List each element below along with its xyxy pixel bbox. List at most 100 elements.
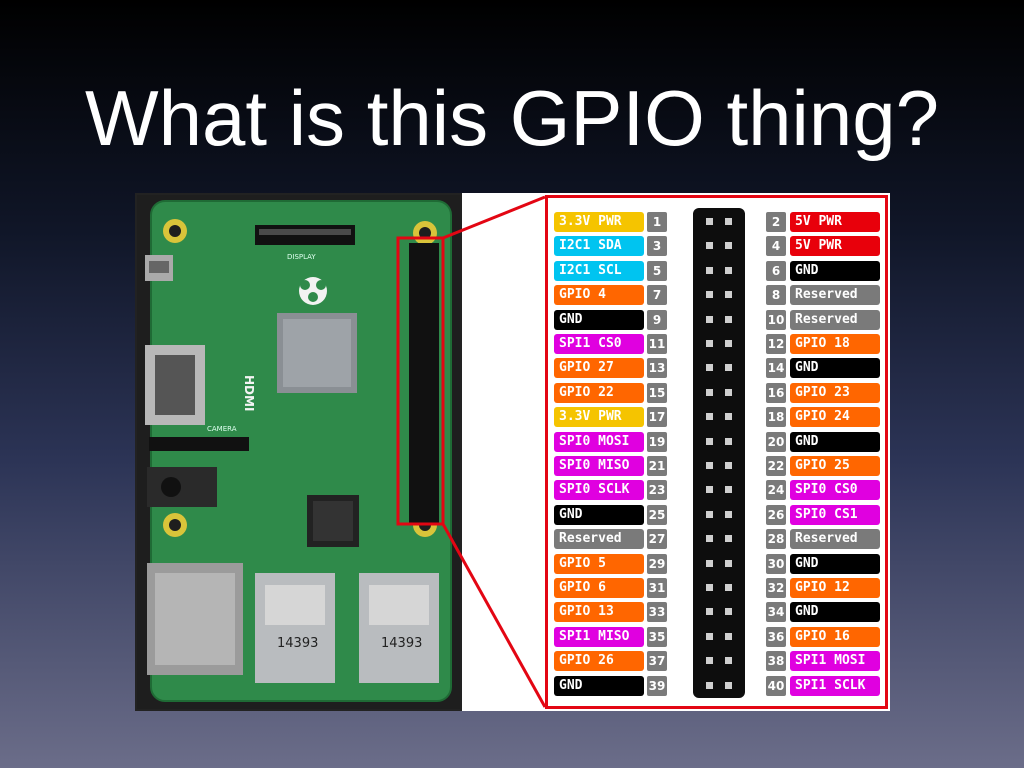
pin-31-label: GPIO 6 (554, 578, 644, 598)
pin-13-number: 13 (647, 358, 667, 379)
pin-39-label: GND (554, 675, 644, 696)
pin-30-label: GND (790, 553, 880, 574)
header-pin-40 (725, 681, 732, 689)
header-pin-23 (706, 486, 713, 494)
header-pin-18 (725, 413, 732, 421)
header-pin-7 (706, 291, 713, 299)
raspberry-pi-board-illustration: DISPLAY HDMI CAMERA (137, 195, 460, 709)
pin-27-label: Reserved (554, 529, 644, 550)
pin-27-number: 27 (647, 529, 667, 550)
header-pin-11 (706, 340, 713, 347)
pin-9-number: 9 (647, 309, 667, 330)
pin-28-label: Reserved (790, 529, 880, 550)
pin-22-number: 22 (766, 456, 786, 476)
header-pin-25 (706, 510, 713, 518)
header-pin-21 (706, 462, 713, 469)
header-pin-12 (725, 340, 732, 347)
display-label: DISPLAY (287, 253, 316, 261)
pin-34-label: GND (790, 602, 880, 623)
pin-8-number: 8 (766, 285, 786, 306)
pin-2-label: 5V PWR (790, 212, 880, 232)
pin-13-label: GPIO 27 (554, 358, 644, 379)
header-pin-39 (706, 681, 713, 689)
pin-38-label: SPI1 MOSI (790, 651, 880, 672)
hdmi-label: HDMI (242, 375, 256, 411)
pin-34-number: 34 (766, 602, 786, 623)
pin-21-number: 21 (647, 456, 667, 476)
pin-19-number: 19 (647, 431, 667, 452)
pin-24-number: 24 (766, 480, 786, 501)
pin-25-number: 25 (647, 504, 667, 525)
pin-24-label: SPI0 CS0 (790, 480, 880, 501)
pin-7-number: 7 (647, 285, 667, 306)
header-pin-38 (725, 657, 732, 665)
header-pin-30 (725, 559, 732, 567)
pin-37-label: GPIO 26 (554, 651, 644, 672)
header-pin-1 (706, 218, 713, 225)
header-pin-37 (706, 657, 713, 665)
pin-40-label: SPI1 SCLK (790, 675, 880, 696)
header-pin-34 (725, 608, 732, 616)
pin-14-number: 14 (766, 358, 786, 379)
header-pin-10 (725, 315, 732, 323)
pin-11-number: 11 (647, 334, 667, 354)
pin-12-number: 12 (766, 334, 786, 354)
header-pin-36 (725, 632, 732, 640)
pin-3-number: 3 (647, 236, 667, 257)
pin-6-number: 6 (766, 260, 786, 281)
pin-6-label: GND (790, 260, 880, 281)
gpio-figure: DISPLAY HDMI CAMERA (135, 193, 890, 711)
header-pin-20 (725, 437, 732, 445)
pin-18-label: GPIO 24 (790, 407, 880, 428)
header-pin-2 (725, 218, 732, 225)
header-pin-16 (725, 388, 732, 396)
header-pin-19 (706, 437, 713, 445)
pin-32-number: 32 (766, 578, 786, 598)
usb-right-label: 14393 (381, 636, 422, 651)
pin-20-number: 20 (766, 431, 786, 452)
pin-35-label: SPI1 MISO (554, 626, 644, 647)
pin-16-label: GPIO 23 (790, 382, 880, 403)
slide-title: What is this GPIO thing? (84, 74, 939, 162)
pin-30-number: 30 (766, 553, 786, 574)
pin-16-number: 16 (766, 382, 786, 403)
pin-36-number: 36 (766, 626, 786, 647)
pin-17-number: 17 (647, 407, 667, 428)
camera-label: CAMERA (207, 425, 237, 433)
pin-2-number: 2 (766, 212, 786, 232)
pin-26-label: SPI0 CS1 (790, 504, 880, 525)
pin-39-number: 39 (647, 675, 667, 696)
header-pin-24 (725, 486, 732, 494)
pin-25-label: GND (554, 504, 644, 525)
raspberry-pi-board-photo: DISPLAY HDMI CAMERA (135, 193, 462, 711)
pin-33-number: 33 (647, 602, 667, 623)
pin-3-label: I2C1 SDA (554, 236, 644, 257)
header-pin-33 (706, 608, 713, 616)
pin-5-label: I2C1 SCL (554, 260, 644, 281)
header-pin-15 (706, 388, 713, 396)
pin-40-number: 40 (766, 675, 786, 696)
header-pin-31 (706, 584, 713, 591)
pin-20-label: GND (790, 431, 880, 452)
header-pin-17 (706, 413, 713, 421)
pin-32-label: GPIO 12 (790, 578, 880, 598)
pin-11-label: SPI1 CS0 (554, 334, 644, 354)
pin-15-label: GPIO 22 (554, 382, 644, 403)
pin-31-number: 31 (647, 578, 667, 598)
pin-18-number: 18 (766, 407, 786, 428)
pin-9-label: GND (554, 309, 644, 330)
pin-1-label: 3.3V PWR (554, 212, 644, 232)
pin-19-label: SPI0 MOSI (554, 431, 644, 452)
pin-5-number: 5 (647, 260, 667, 281)
